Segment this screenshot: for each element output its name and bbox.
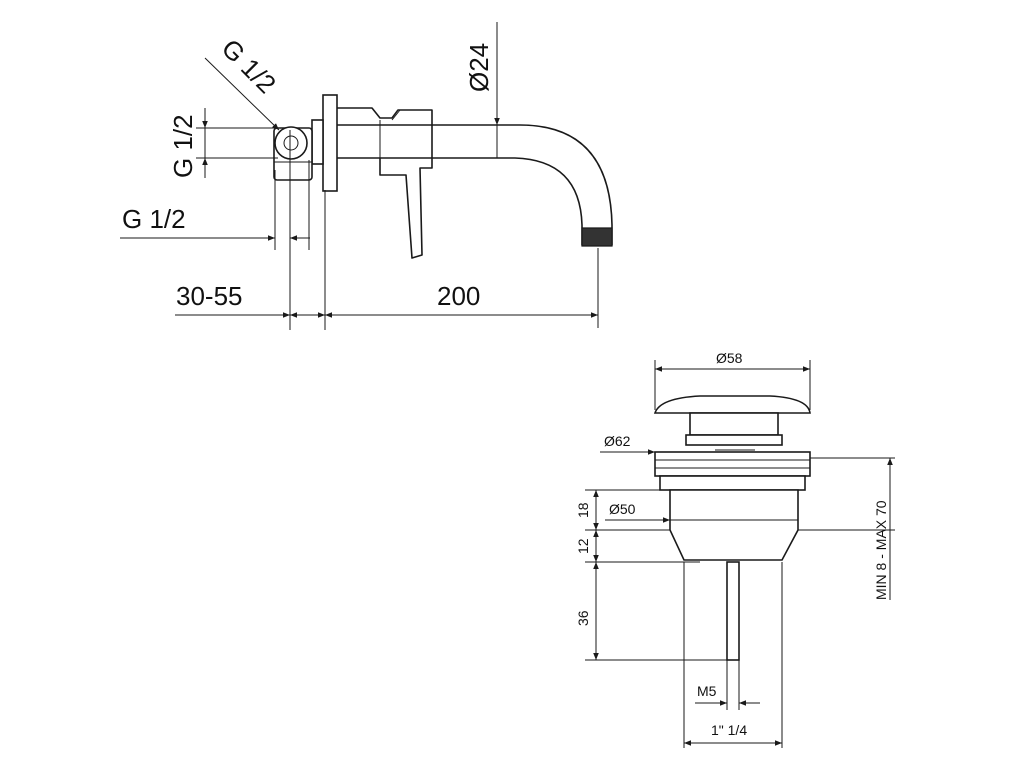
drain-plug-view: Ø58 Ø62 Ø50 18 12 36 M5 1" 1/4 MIN 8 - M…	[575, 350, 895, 748]
inlet-connector	[274, 126, 308, 160]
label-36: 36	[575, 610, 591, 626]
label-30-55: 30-55	[176, 281, 243, 311]
wall-plate-hub	[311, 119, 324, 165]
drain-body	[669, 489, 799, 561]
label-g12-vertical: G 1/2	[168, 114, 198, 178]
label-200: 200	[437, 281, 480, 311]
drain-cap	[653, 395, 811, 414]
cap-ring	[685, 434, 783, 446]
flange-lower	[659, 475, 806, 491]
label-12: 12	[575, 538, 591, 554]
label-diameter-24: Ø24	[464, 43, 494, 92]
flange	[654, 451, 811, 477]
leader-g12-diag	[204, 57, 280, 131]
label-18: 18	[575, 502, 591, 518]
label-1-1-4: 1" 1/4	[711, 722, 747, 738]
label-g12-horizontal: G 1/2	[122, 204, 186, 234]
label-diameter-62: Ø62	[604, 433, 631, 449]
label-g12-diagonal: G 1/2	[216, 33, 282, 99]
threaded-rod	[726, 561, 740, 661]
label-min-max: MIN 8 - MAX 70	[873, 500, 889, 600]
spout-aerator	[581, 227, 613, 247]
cap-stem	[689, 412, 779, 436]
spout-tube	[335, 124, 613, 246]
wall-faucet-side-view: G 1/2 G 1/2 G 1/2 Ø24 30-55 200	[120, 22, 613, 330]
label-diameter-50: Ø50	[609, 501, 636, 517]
label-diameter-58: Ø58	[716, 350, 743, 366]
wall-plate	[322, 94, 338, 192]
handle-body	[335, 107, 433, 259]
label-m5: M5	[697, 683, 717, 699]
